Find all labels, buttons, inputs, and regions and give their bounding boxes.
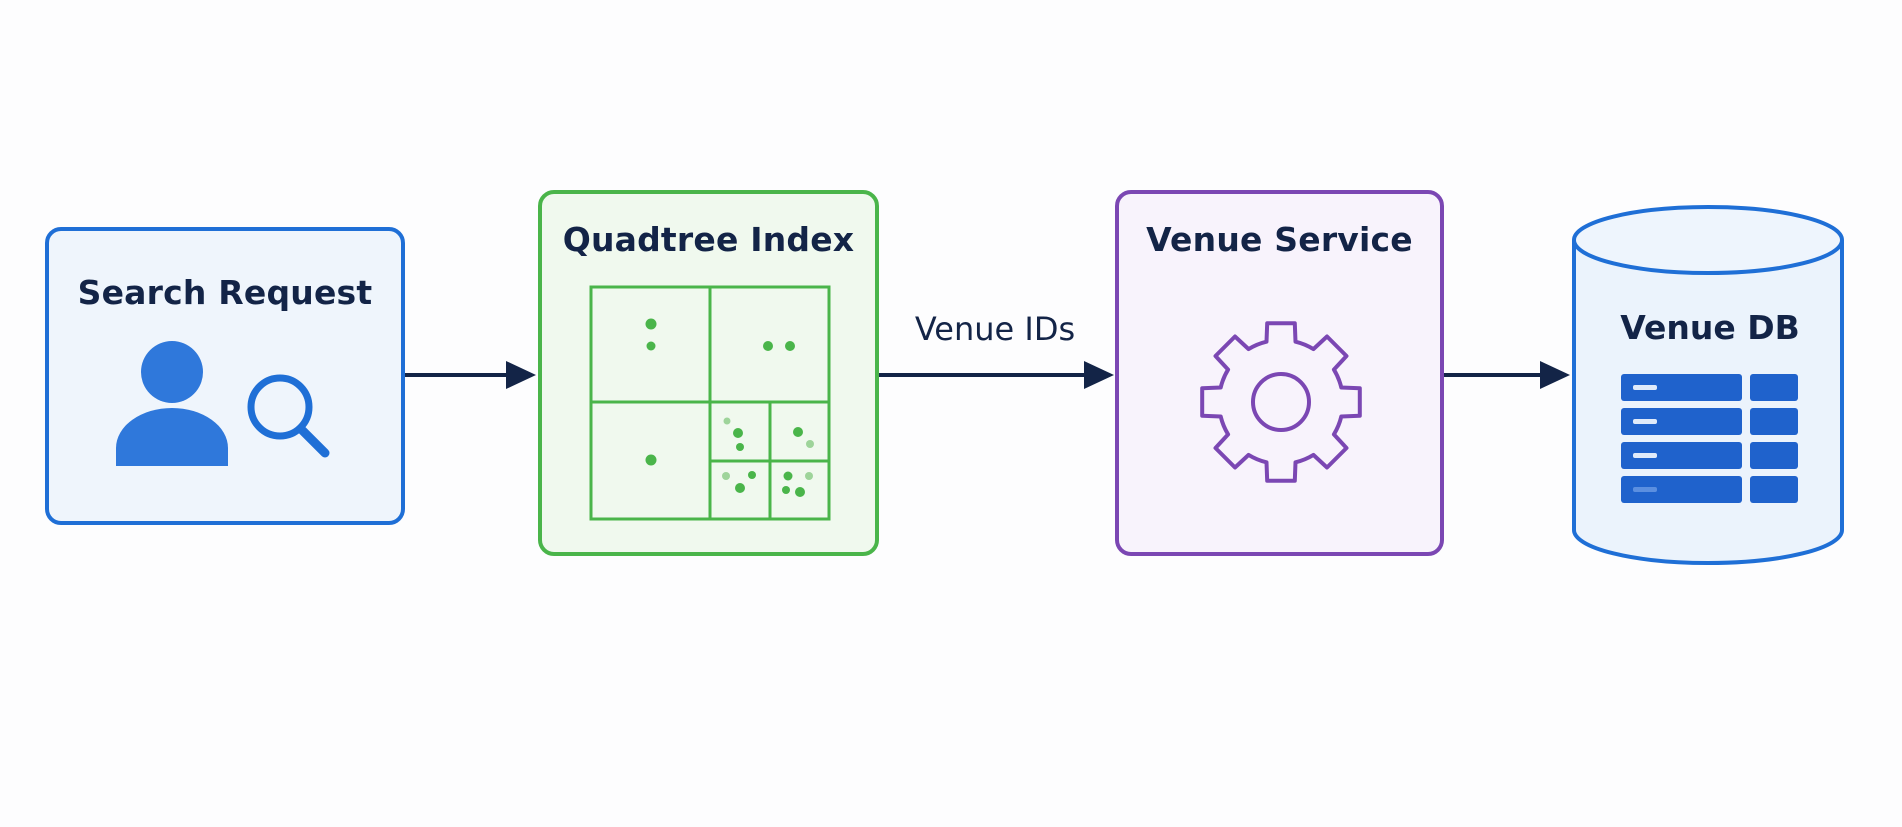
- quadtree-index-label: Quadtree Index: [562, 220, 855, 259]
- edge-label-venue-ids: Venue IDs: [914, 310, 1076, 348]
- user-search-icon: [116, 341, 330, 466]
- arrow-service-to-db: [1444, 361, 1570, 389]
- arrow-search-to-quadtree: [405, 361, 536, 389]
- venue-service-label: Venue Service: [1146, 220, 1413, 259]
- arrow-quadtree-to-service: [879, 361, 1114, 389]
- search-request-node: Search Request: [45, 227, 405, 525]
- search-request-label: Search Request: [77, 273, 373, 312]
- database-table-icon: [1621, 374, 1798, 503]
- gear-icon: [1200, 321, 1362, 483]
- venue-db-label: Venue DB: [1620, 308, 1800, 347]
- quadtree-grid-icon: [589, 285, 831, 521]
